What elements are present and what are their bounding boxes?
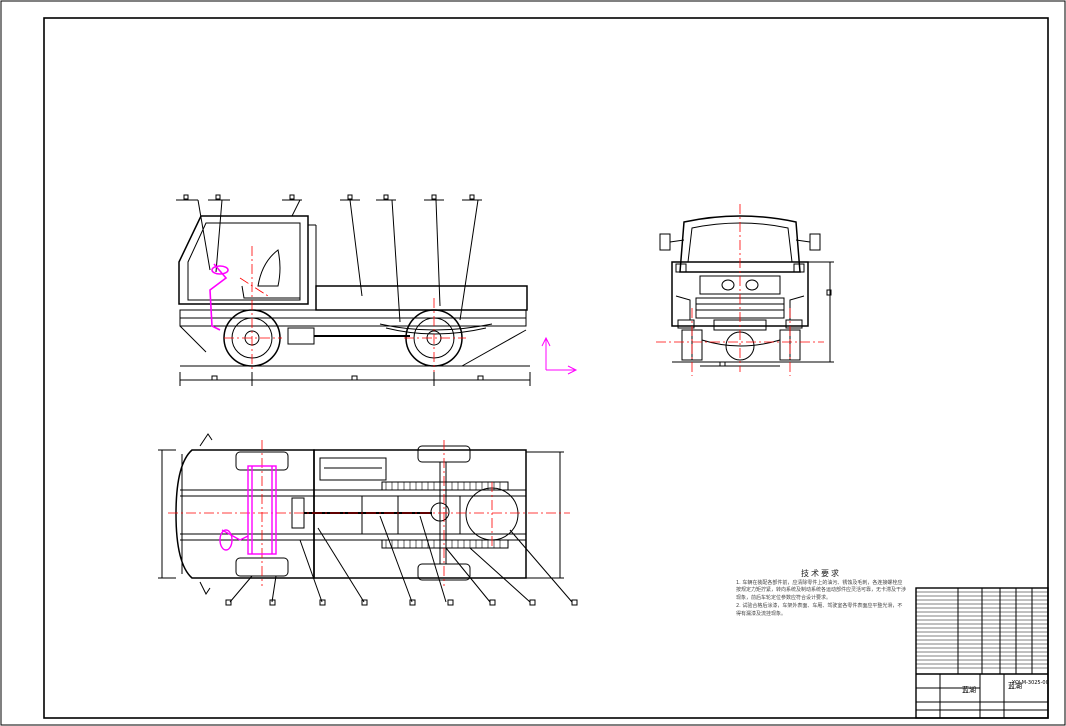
- side-view: [176, 194, 531, 386]
- coordinate-axes: [541, 336, 578, 375]
- top-view: [158, 433, 578, 606]
- top-view-centerlines: [168, 440, 570, 586]
- note-item-1: 1. 车辆在装配各部件前，应清除零件上的油污、锈蚀及毛刺，各连接螺栓应按规定力矩…: [736, 579, 907, 601]
- notes-title: 技术要求: [801, 569, 841, 578]
- title-block-rows: [916, 591, 1048, 669]
- steering-column: [209, 263, 229, 331]
- leaf-spring-hatch: [385, 482, 501, 548]
- side-view-centerlines: [224, 246, 466, 372]
- technical-notes: 技术要求 1. 车辆在装配各部件前，应清除零件上的油污、锈蚀及毛刺，各连接螺栓应…: [736, 570, 906, 620]
- front-axle-steering: [219, 465, 277, 555]
- front-view-centerlines: [656, 204, 824, 376]
- title-block: [915, 587, 1049, 719]
- inner-frame: [43, 17, 1049, 719]
- title-block-text-b: 蓝湖: [1008, 681, 1022, 690]
- title-block-text-a: 蓝湖: [962, 685, 976, 694]
- front-view: [659, 215, 834, 367]
- note-item-2: 2. 试验合格后涂漆，车架外表面、车厢、驾驶室各零件表面应平整光滑，不得有漏漆及…: [736, 603, 903, 617]
- drawing-code: YQLM-3025-00: [1011, 680, 1049, 686]
